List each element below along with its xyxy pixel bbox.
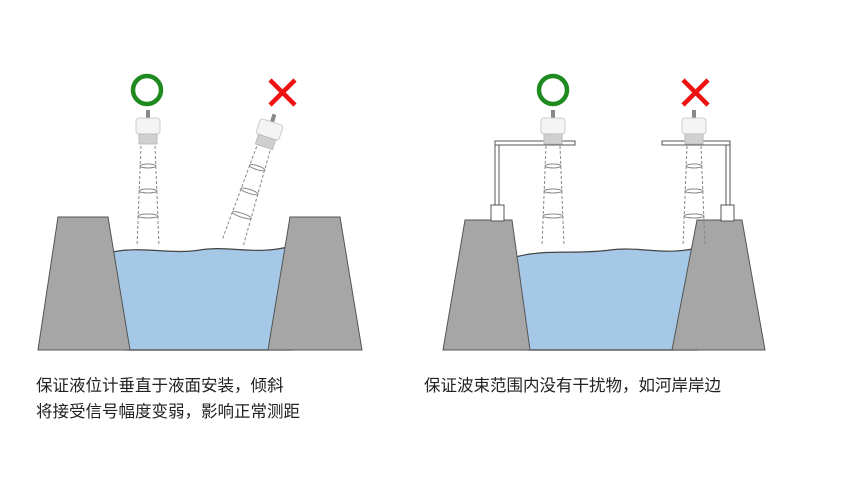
right-caption: 保证波束范围内没有干扰物，如河岸岸边 [424,373,721,399]
right-bank [671,219,766,351]
caption-line: 保证液位计垂直于液面安装，倾斜 [36,376,284,395]
left-scene [37,73,363,351]
caption-line: 保证波束范围内没有干扰物，如河岸岸边 [424,376,721,395]
caption-line: 将接受信号幅度变弱，影响正常测距 [36,402,300,421]
wrong-x-icon [681,78,710,107]
left-bank [37,216,131,351]
mount-bracket-right [661,140,735,222]
left-bank [442,219,531,351]
wrong-x-icon [268,78,297,107]
right-bank [267,216,363,351]
ok-circle-icon [130,73,164,107]
ok-circle-icon [536,73,570,107]
vertical-sensor [135,109,161,247]
tilted-sensor [221,110,287,248]
right-scene [442,73,766,351]
water [511,247,698,351]
water [107,245,293,351]
clear-sensor [540,109,566,247]
left-caption: 保证液位计垂直于液面安装，倾斜 将接受信号幅度变弱，影响正常测距 [36,373,300,425]
mount-bracket-left [490,140,576,222]
